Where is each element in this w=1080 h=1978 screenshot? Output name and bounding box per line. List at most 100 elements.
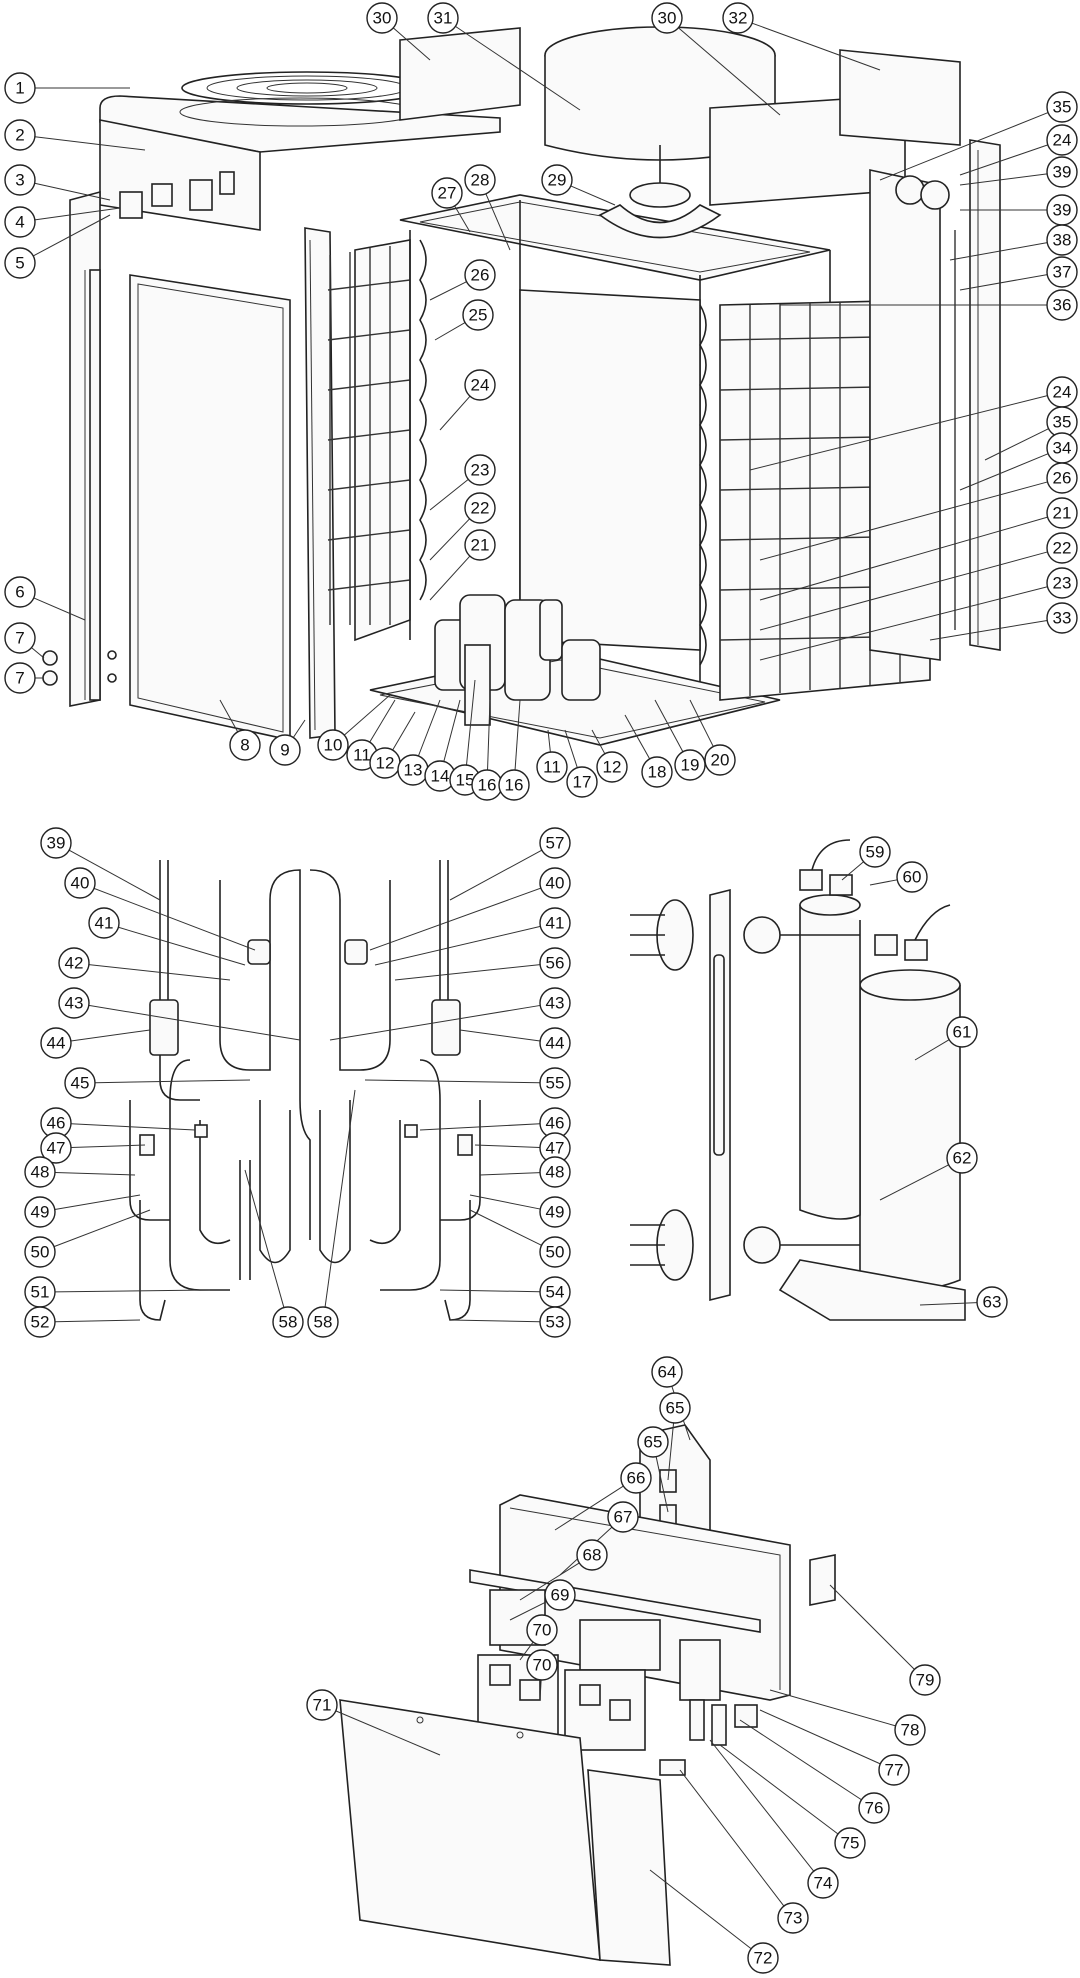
leader-line xyxy=(655,1456,669,1513)
leader-line xyxy=(434,322,466,341)
leader-line xyxy=(709,1739,815,1872)
leader-line xyxy=(919,1302,978,1306)
callout-23b: 23 xyxy=(759,567,1078,661)
callout-number: 18 xyxy=(648,763,667,782)
callout-number: 20 xyxy=(711,751,730,770)
callout-bubble xyxy=(464,259,496,291)
leader-line xyxy=(53,1209,151,1248)
leader-line xyxy=(429,281,467,301)
callout-18: 18 xyxy=(624,714,673,788)
callout-bubble xyxy=(544,1579,576,1611)
callout-bubble xyxy=(58,947,90,979)
callout-bubble xyxy=(651,1356,683,1388)
callout-47b: 47 xyxy=(474,1132,571,1164)
callout-12b: 12 xyxy=(591,729,628,783)
callout-number: 22 xyxy=(1053,539,1072,558)
callout-10: 10 xyxy=(317,694,391,761)
callout-bubble xyxy=(747,1942,779,1974)
leader-line xyxy=(841,861,864,881)
callout-number: 67 xyxy=(614,1508,633,1527)
callout-number: 59 xyxy=(866,843,885,862)
callout-bubble xyxy=(536,751,568,783)
callout-number: 74 xyxy=(814,1874,833,1893)
callout-50b: 50 xyxy=(469,1209,571,1268)
callout-bubble xyxy=(64,867,96,899)
callout-number: 26 xyxy=(1053,469,1072,488)
callout-number: 43 xyxy=(65,994,84,1013)
callout-56: 56 xyxy=(394,947,571,981)
callout-16a: 16 xyxy=(471,699,503,801)
callout-number: 11 xyxy=(353,746,371,765)
callout-bubble xyxy=(674,749,706,781)
callout-number: 43 xyxy=(546,994,565,1013)
callout-bubble xyxy=(431,177,463,209)
callout-number: 53 xyxy=(546,1313,565,1332)
leader-line xyxy=(509,1601,547,1621)
callout-bubble xyxy=(40,1027,72,1059)
callout-37: 37 xyxy=(959,256,1078,291)
callout-bubble xyxy=(722,2,754,34)
callout-bubble xyxy=(464,164,496,196)
callout-bubble xyxy=(306,1689,338,1721)
callout-55: 55 xyxy=(364,1067,571,1099)
callout-40b: 40 xyxy=(369,867,571,951)
callout-71: 71 xyxy=(306,1689,441,1756)
callout-number: 36 xyxy=(1053,296,1072,315)
callout-50a: 50 xyxy=(24,1209,151,1268)
callout-number: 79 xyxy=(916,1671,935,1690)
leader-line xyxy=(514,699,521,771)
leader-line xyxy=(94,1079,251,1084)
callout-bubble xyxy=(58,987,90,1019)
leader-line xyxy=(70,1123,196,1131)
callout-63: 63 xyxy=(919,1286,1008,1318)
callout-number: 12 xyxy=(376,754,395,773)
leader-line xyxy=(54,1171,136,1176)
leader-line xyxy=(519,1562,580,1601)
callout-number: 12 xyxy=(603,758,622,777)
leader-line xyxy=(591,729,606,755)
leader-line xyxy=(449,1319,541,1323)
callout-48b: 48 xyxy=(479,1156,571,1188)
callout-46a: 46 xyxy=(40,1107,196,1139)
callout-bubble xyxy=(1046,256,1078,288)
callout-16b: 16 xyxy=(498,699,530,801)
callout-34: 34 xyxy=(959,432,1078,491)
callout-bubble xyxy=(1046,156,1078,188)
callout-bubble xyxy=(1046,497,1078,529)
callout-number: 23 xyxy=(1053,574,1072,593)
callout-bubble xyxy=(24,1236,56,1268)
callout-35a: 35 xyxy=(879,91,1078,181)
leader-line xyxy=(93,887,256,951)
callout-bubble xyxy=(539,1156,571,1188)
callout-29: 29 xyxy=(541,164,616,206)
callout-bubble xyxy=(366,2,398,34)
leader-line xyxy=(292,719,306,738)
leader-line xyxy=(667,1422,675,1481)
callout-70b: 70 xyxy=(526,1649,558,1701)
leader-line xyxy=(624,714,651,760)
leader-line xyxy=(879,1164,949,1201)
callout-number: 46 xyxy=(546,1114,565,1133)
electrical-box-assembly xyxy=(339,1424,836,1966)
leader-line xyxy=(54,1319,141,1323)
callout-number: 60 xyxy=(903,868,922,887)
callout-number: 76 xyxy=(865,1799,884,1818)
callout-59: 59 xyxy=(841,836,891,881)
callout-58b: 58 xyxy=(307,1089,356,1338)
callout-number: 50 xyxy=(546,1243,565,1262)
callout-number: 10 xyxy=(324,736,343,755)
callout-number: 56 xyxy=(546,954,565,973)
callout-bubble xyxy=(64,1067,96,1099)
leader-line xyxy=(547,729,551,753)
callout-number: 32 xyxy=(729,9,748,28)
leader-line xyxy=(929,619,1048,641)
callout-bubble xyxy=(4,576,36,608)
callout-bubble xyxy=(651,2,683,34)
callout-39c: 39 xyxy=(40,827,161,901)
leader-line xyxy=(679,1769,785,1907)
callout-number: 33 xyxy=(1053,609,1072,628)
leader-line xyxy=(244,1169,285,1308)
callout-30b: 30 xyxy=(651,2,781,116)
callout-bubble xyxy=(427,2,459,34)
callout-number: 50 xyxy=(31,1243,50,1262)
